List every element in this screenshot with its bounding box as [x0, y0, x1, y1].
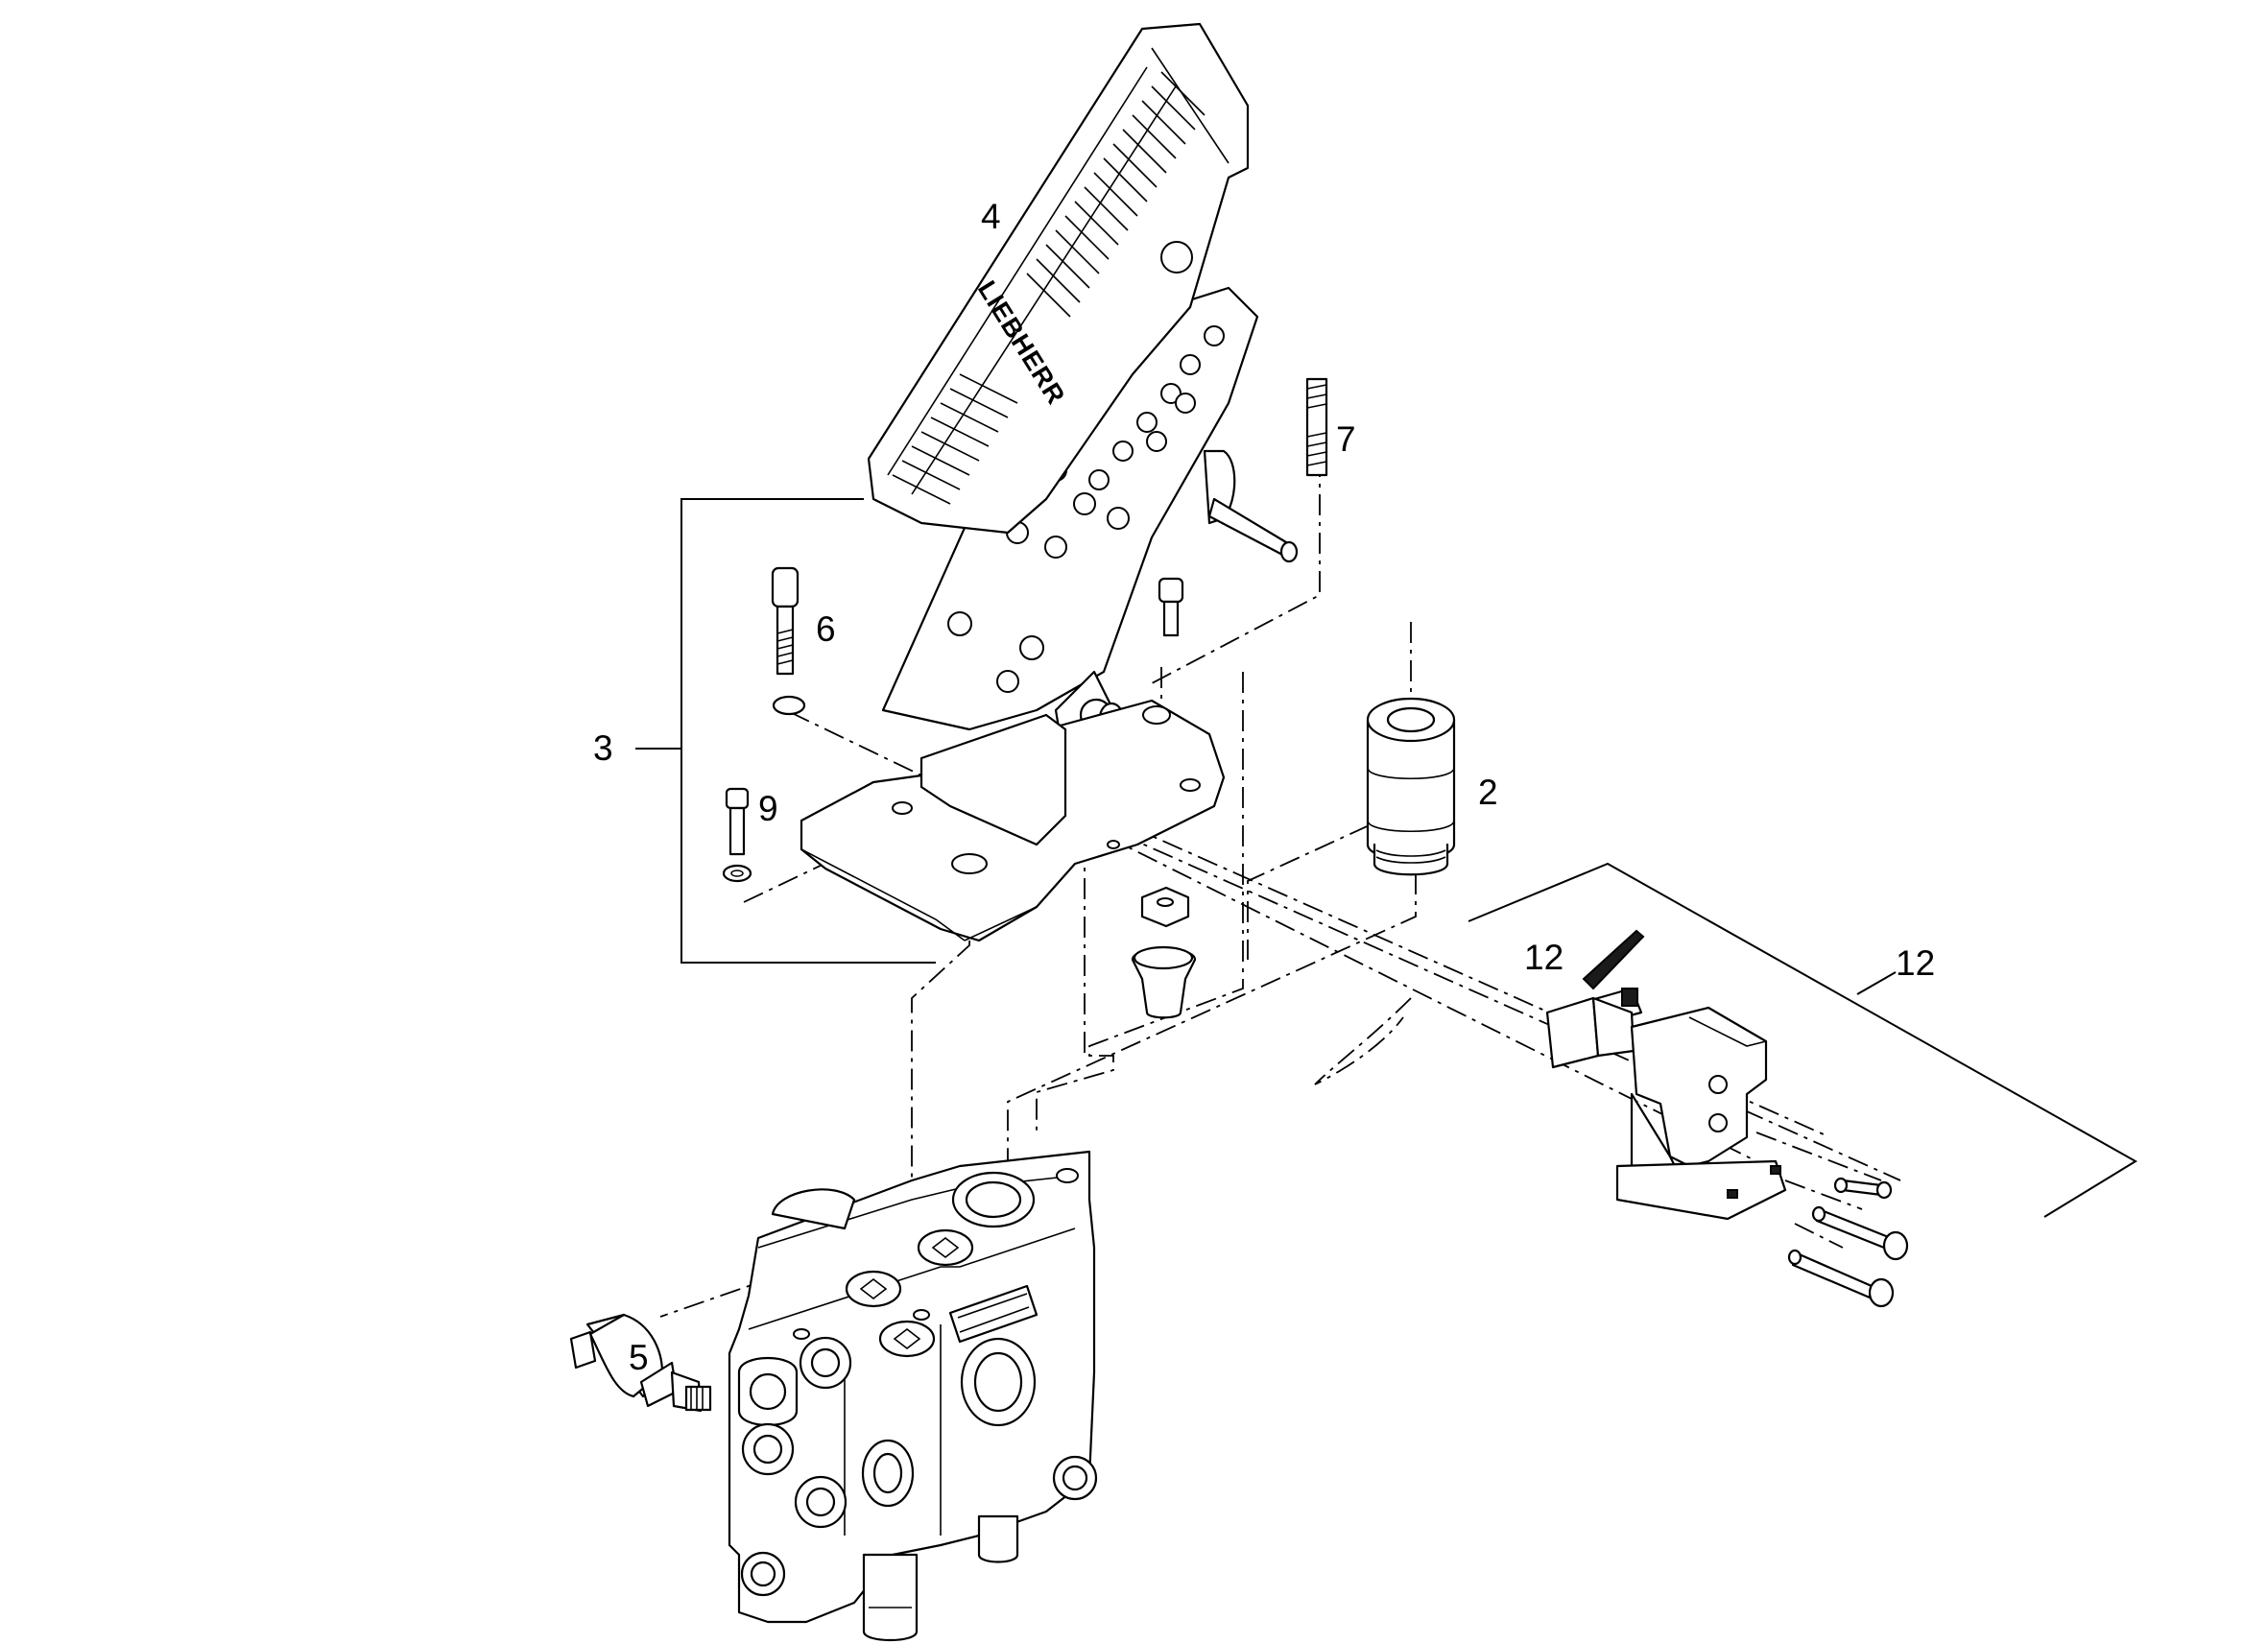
- bolt-9: [722, 787, 752, 883]
- callout-labels: 4 7 6 3 9 2 12 12 5: [593, 197, 1935, 1377]
- switch-12: [1545, 929, 1645, 1069]
- pedal-plate: LIEBHERR: [867, 22, 1259, 731]
- sensor-5: [569, 1313, 712, 1413]
- callout-5: 5: [629, 1338, 649, 1377]
- callout-6: 6: [816, 609, 836, 649]
- switch-screws: [1787, 1177, 1909, 1308]
- screw-small: [1158, 577, 1184, 637]
- assembly-bracket-12: [1468, 862, 2137, 1218]
- callout-4: 4: [981, 197, 1001, 236]
- callout-3: 3: [593, 728, 613, 768]
- pedal-base-plate: [800, 699, 1226, 942]
- callout-12-switch: 12: [1524, 938, 1564, 977]
- callout-9: 9: [758, 789, 778, 828]
- switch-housing: [1615, 1006, 1787, 1221]
- callout-2: 2: [1478, 773, 1498, 812]
- assembly-bracket-3: [635, 498, 936, 964]
- nut-and-bushing: [1131, 886, 1197, 1019]
- valve-block: [728, 1150, 1098, 1641]
- callout-12-assembly: 12: [1896, 943, 1935, 983]
- damper-2: [1366, 697, 1456, 876]
- screw-6: [771, 566, 806, 716]
- stud-7: [1305, 377, 1328, 477]
- callout-7: 7: [1336, 419, 1356, 459]
